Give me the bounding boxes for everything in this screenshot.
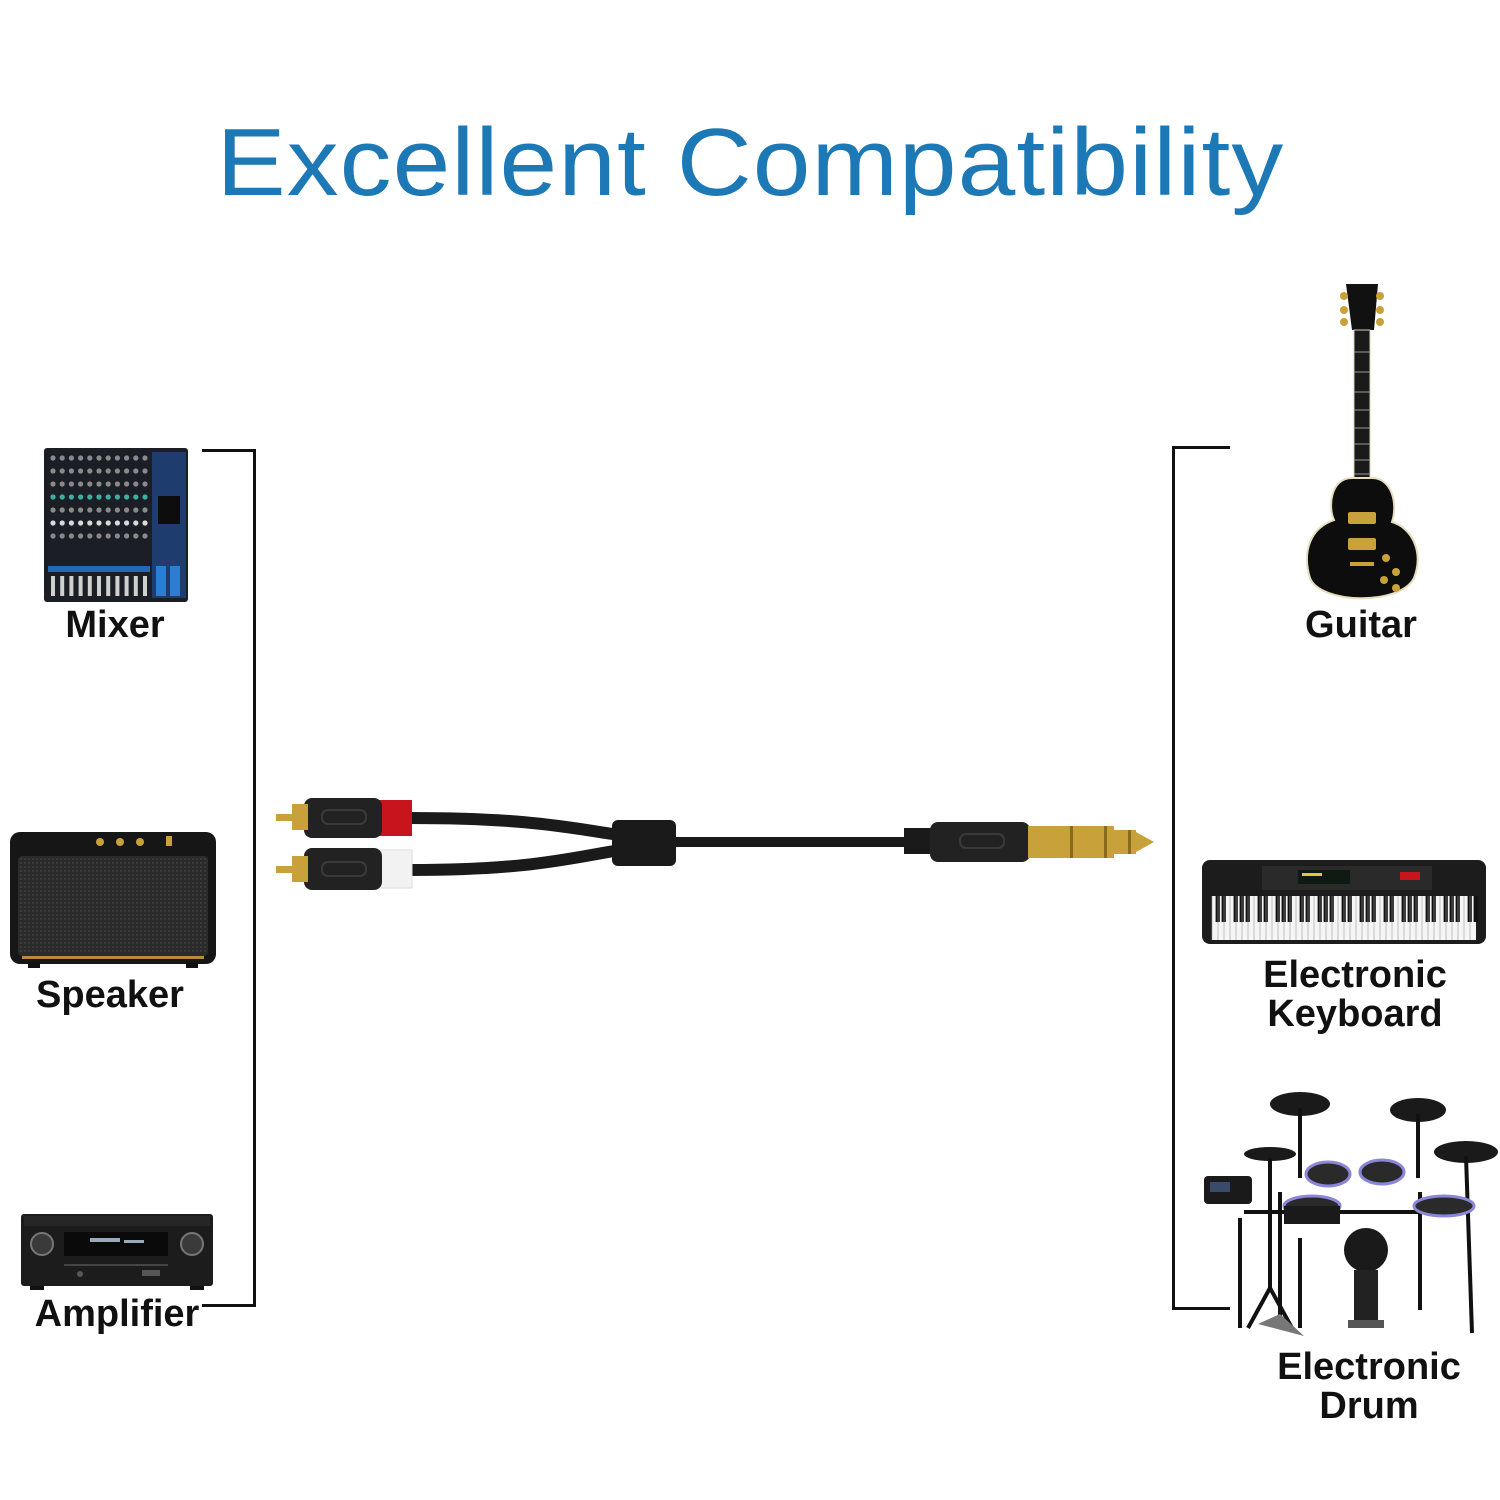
label-drum-kit: Electronic Drum [1277, 1346, 1461, 1427]
right-bracket [1172, 446, 1230, 1310]
label-amplifier: Amplifier [34, 1293, 200, 1335]
page-title: Excellent Compatibility [216, 109, 1285, 216]
cable [270, 790, 1160, 900]
speaker-icon [10, 832, 216, 968]
rca-to-quarter-inch-cable-icon [276, 798, 1154, 890]
drum-kit-icon [1204, 1092, 1498, 1336]
guitar-icon [1306, 284, 1419, 600]
amplifier-icon [21, 1214, 213, 1290]
device-guitar [1300, 282, 1424, 608]
label-keyboard: Electronic Keyboard [1263, 954, 1447, 1035]
label-guitar: Guitar [1305, 604, 1417, 646]
device-amplifier [20, 1212, 214, 1290]
device-drum-kit [1200, 1088, 1500, 1338]
left-bracket [202, 449, 256, 1307]
keyboard-icon [1202, 860, 1486, 944]
device-keyboard [1202, 858, 1488, 946]
device-speaker [8, 830, 220, 970]
mixer-icon [44, 448, 188, 602]
device-mixer [44, 446, 190, 604]
label-speaker: Speaker [36, 974, 184, 1016]
label-mixer: Mixer [65, 604, 165, 646]
